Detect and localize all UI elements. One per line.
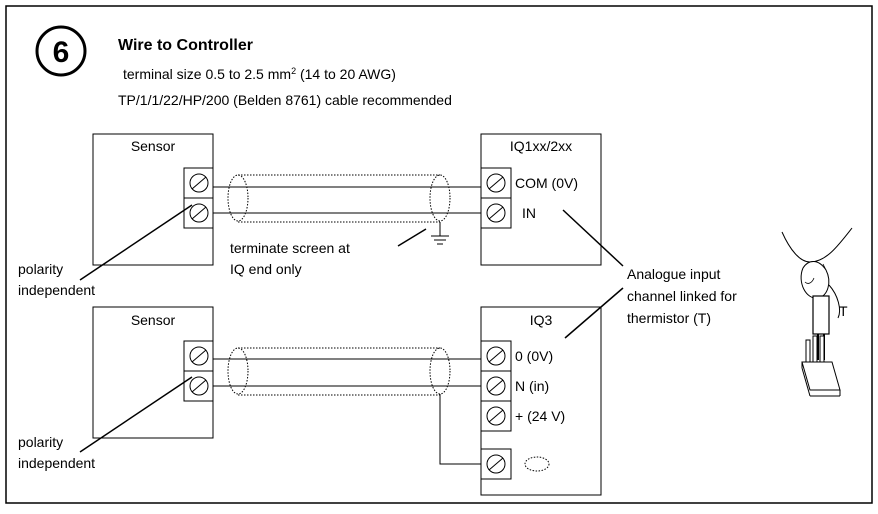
bottom-terminal-0v: 0 (0V) bbox=[515, 348, 553, 364]
bottom-polarity-line2: independent bbox=[18, 455, 95, 471]
bottom-terminal-n: N (in) bbox=[515, 378, 549, 394]
bottom-controller-screw-2-icon bbox=[486, 376, 506, 396]
screen-note-line1: terminate screen at bbox=[230, 240, 350, 256]
analogue-note-line3: thermistor (T) bbox=[627, 310, 711, 326]
screen-drain-wire bbox=[439, 394, 481, 465]
bottom-controller-screw-4-icon bbox=[486, 454, 506, 474]
top-polarity-line2: independent bbox=[18, 282, 95, 298]
analogue-note-leader-bottom bbox=[564, 287, 624, 339]
step-title: Wire to Controller bbox=[118, 37, 253, 54]
bottom-controller-screw-3-icon bbox=[486, 406, 506, 426]
top-sensor-terminal-block bbox=[183, 167, 214, 229]
ground-symbol-icon bbox=[431, 222, 449, 245]
step-badge: 6 bbox=[35, 25, 87, 77]
unused-terminal-marker-icon bbox=[524, 456, 550, 472]
top-terminal-in: IN bbox=[522, 205, 536, 221]
analogue-note-line1: Analogue input bbox=[627, 266, 721, 282]
top-controller-screw-2-icon bbox=[486, 203, 506, 223]
analogue-note-line2: channel linked for bbox=[627, 288, 737, 304]
bottom-sensor-label: Sensor bbox=[131, 312, 176, 328]
analogue-note-leader-top bbox=[562, 209, 624, 267]
top-polarity-line1: polarity bbox=[18, 261, 63, 277]
bottom-sensor-terminal-block bbox=[183, 340, 214, 402]
jumper-link-icon bbox=[812, 295, 830, 335]
pin-header-icon bbox=[801, 335, 841, 397]
top-terminal-com: COM (0V) bbox=[515, 175, 578, 191]
top-sensor-screw-2-icon bbox=[189, 203, 209, 223]
top-sensor-screw-1-icon bbox=[189, 173, 209, 193]
screen-note-line2: IQ end only bbox=[230, 261, 302, 277]
top-controller-terminal-block bbox=[480, 167, 512, 229]
bottom-terminal-24v: + (24 V) bbox=[515, 408, 565, 424]
bottom-controller-screw-1-icon bbox=[486, 346, 506, 366]
top-shielded-cable bbox=[213, 174, 481, 223]
screen-note-leader bbox=[397, 228, 427, 247]
terminal-size-spec: terminal size 0.5 to 2.5 mm2 (14 to 20 A… bbox=[123, 66, 396, 82]
top-controller-label: IQ1xx/2xx bbox=[510, 138, 572, 154]
bottom-sensor-screw-1-icon bbox=[189, 346, 209, 366]
step-number: 6 bbox=[53, 36, 70, 69]
bottom-sensor-screw-2-icon bbox=[189, 376, 209, 396]
top-polarity-leader bbox=[79, 204, 193, 281]
jumper-hand-icon bbox=[781, 227, 853, 360]
cable-recommendation: TP/1/1/22/HP/200 (Belden 8761) cable rec… bbox=[118, 92, 452, 108]
jumper-label: T bbox=[839, 303, 848, 319]
bottom-controller-terminal-block bbox=[480, 340, 512, 480]
bottom-polarity-line1: polarity bbox=[18, 434, 63, 450]
top-sensor-label: Sensor bbox=[131, 138, 176, 154]
top-controller-screw-1-icon bbox=[486, 173, 506, 193]
bottom-polarity-leader bbox=[79, 376, 193, 453]
outer-frame bbox=[5, 5, 873, 504]
bottom-shielded-cable bbox=[213, 347, 481, 465]
bottom-controller-label: IQ3 bbox=[530, 312, 553, 328]
